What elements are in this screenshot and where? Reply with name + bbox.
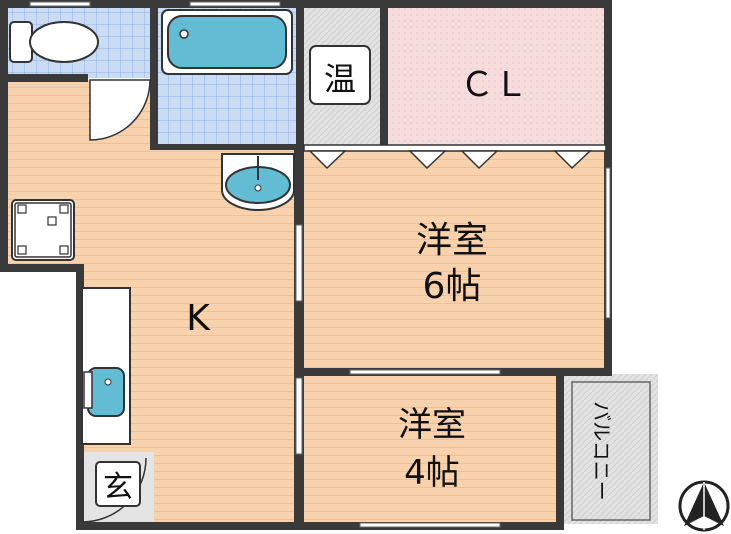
western-room-4-size: 4帖 (404, 453, 460, 493)
closet-doors[interactable] (303, 144, 607, 170)
closet-label: ＣＬ (460, 65, 528, 105)
balcony-label: バルコニー (590, 401, 614, 501)
sliding-door-6[interactable] (295, 224, 303, 302)
toilet-icon (9, 21, 99, 63)
sliding-door-4[interactable] (295, 377, 303, 455)
balcony-frame (571, 381, 651, 521)
balcony-floor (564, 374, 658, 524)
entrance-label: 玄 (103, 470, 133, 505)
windows (29, 1, 611, 528)
toilet-door[interactable] (89, 79, 151, 141)
western-room-6-size: 6帖 (423, 266, 482, 307)
washbasin-icon (221, 153, 295, 211)
western-room-6-floor (302, 150, 607, 372)
kitchen-label: K (186, 298, 211, 339)
western-room-4-floor (302, 376, 562, 524)
north-arrow-icon (678, 480, 730, 532)
entrance-label-box (95, 461, 141, 507)
western-room-4-label: 洋室 (398, 405, 466, 445)
fridge-space-icon (11, 199, 75, 261)
closet-floor (386, 6, 606, 146)
western-room-6-label: 洋室 (416, 220, 488, 261)
water-heater-label: 温 (324, 60, 356, 98)
water-heater (309, 45, 371, 105)
bathtub-icon (161, 9, 293, 75)
kitchen-sink-icon (81, 287, 131, 445)
